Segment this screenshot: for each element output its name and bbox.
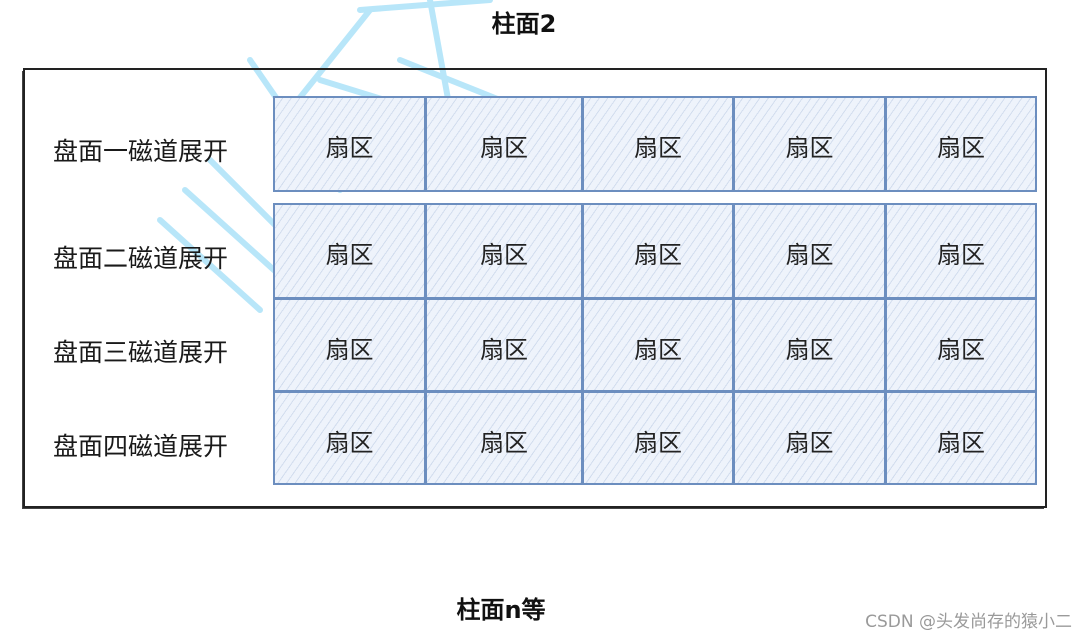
top-title: 柱面2	[491, 10, 557, 38]
sector-cell: 扇区	[425, 391, 583, 485]
sector-cell: 扇区	[273, 203, 426, 299]
sector-cell: 扇区	[582, 298, 734, 392]
sector-cell: 扇区	[425, 203, 583, 299]
footer-credit: CSDN @头发尚存的猿小二	[865, 612, 1072, 632]
row-label: 盘面一磁道展开	[53, 137, 229, 166]
sector-cell: 扇区	[885, 96, 1037, 192]
sector-cell: 扇区	[425, 96, 583, 192]
sector-cell: 扇区	[425, 298, 583, 392]
sector-cell: 扇区	[885, 391, 1037, 485]
sector-cell: 扇区	[273, 391, 426, 485]
sector-cell: 扇区	[733, 96, 886, 192]
sector-cell: 扇区	[733, 298, 886, 392]
sector-cell: 扇区	[582, 391, 734, 485]
row-label: 盘面三磁道展开	[53, 338, 229, 367]
sector-cell: 扇区	[733, 203, 886, 299]
bottom-title: 柱面n等	[456, 596, 546, 624]
sector-cell: 扇区	[885, 203, 1037, 299]
sector-cell: 扇区	[273, 298, 426, 392]
sector-cell: 扇区	[273, 96, 426, 192]
row-label: 盘面四磁道展开	[53, 432, 229, 461]
sector-cell: 扇区	[582, 96, 734, 192]
cylinder-frame	[23, 68, 1047, 508]
sector-cell: 扇区	[733, 391, 886, 485]
row-label: 盘面二磁道展开	[53, 244, 229, 273]
sector-cell: 扇区	[885, 298, 1037, 392]
sector-cell: 扇区	[582, 203, 734, 299]
